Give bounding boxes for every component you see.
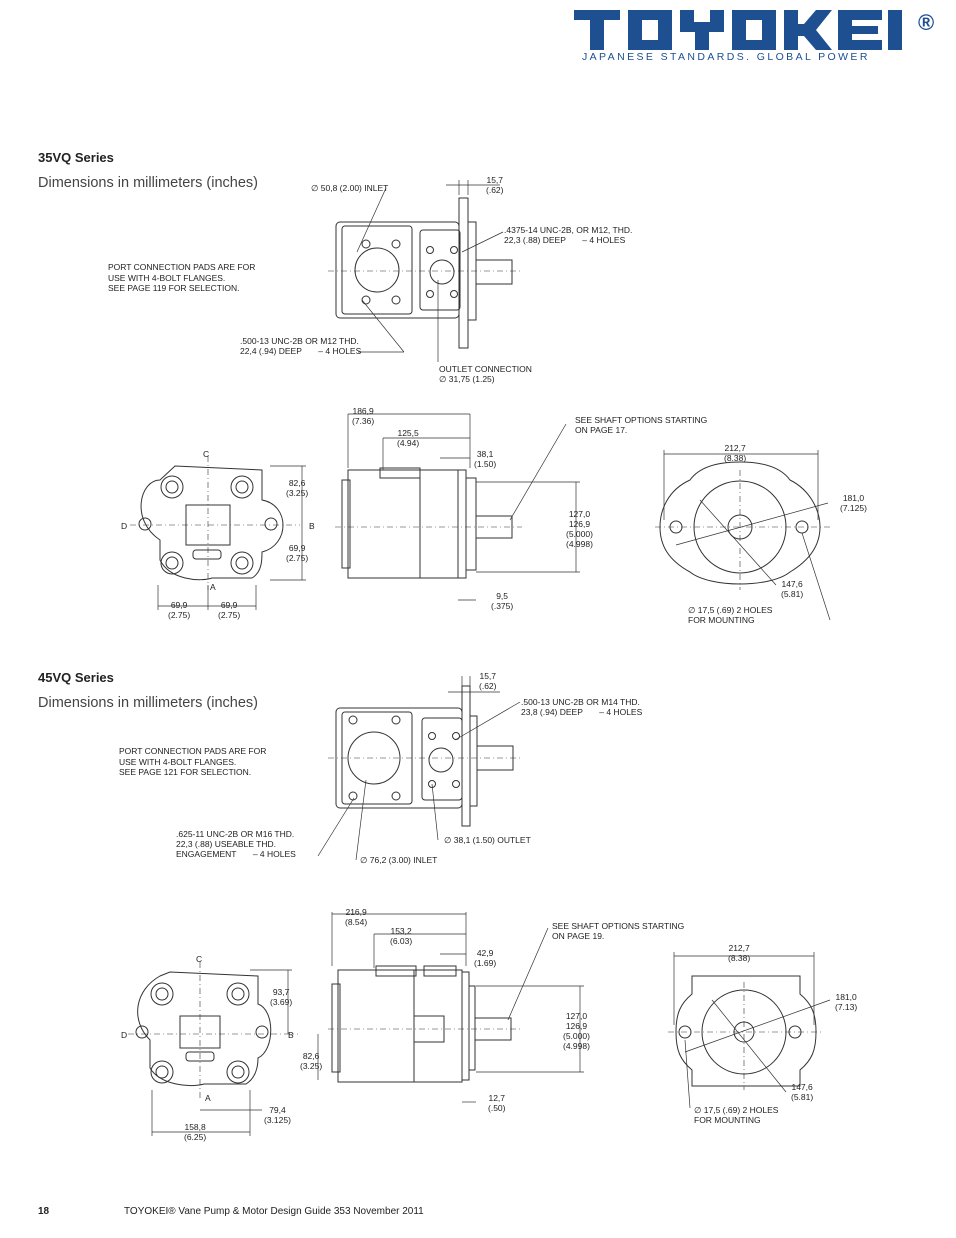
mounting-holes-label-35vq: ∅ 17,5 (.69) 2 HOLES FOR MOUNTING — [688, 605, 773, 625]
dim-mount-width-35vq: 212,7 (8.38) — [724, 443, 747, 463]
port-a-45vq: A — [205, 1093, 211, 1103]
dim-width-total-45vq: 158,8 (6.25) — [184, 1122, 207, 1142]
port-b-35vq: B — [309, 521, 315, 531]
inlet-thread-label-45vq: .625-11 UNC-2B OR M16 THD. 22,3 (.88) US… — [176, 829, 296, 859]
dim-height-lower-35vq: 69,9 (2.75) — [286, 543, 309, 563]
port-c-35vq: C — [203, 449, 210, 459]
dim-height-lower-45vq: 82,6 (3.25) — [300, 1051, 323, 1071]
pump-side-view-45vq — [328, 912, 584, 1103]
pump-front-view-35vq — [130, 456, 306, 610]
dim-pilot-35vq: 127,0 126,9 (5.000) (4.998) — [566, 509, 593, 549]
inlet-label-35vq: ∅ 50,8 (2.00) INLET — [311, 183, 389, 193]
dim-length-mid-35vq: 125,5 (4.94) — [397, 428, 420, 448]
port-note-35vq: PORT CONNECTION PADS ARE FOR USE WITH 4-… — [108, 262, 256, 293]
section-title-35vq: 35VQ Series — [38, 150, 114, 165]
dim-shaft-45vq: 12,7 (.50) — [488, 1093, 506, 1113]
dim-mount-width-45vq: 212,7 (8.38) — [728, 943, 751, 963]
outlet-thread-label-35vq: .4375-14 UNC-2B, OR M12, THD. 22,3 (.88)… — [504, 225, 633, 245]
pump-top-view-45vq — [317, 676, 521, 861]
dim-height-upper-35vq: 82,6 (3.25) — [286, 478, 309, 498]
page-number: 18 — [38, 1206, 50, 1217]
dim-height-upper-45vq: 93,7 (3.69) — [270, 987, 293, 1007]
dim-shaft-35vq: 9,5 (.375) — [491, 591, 514, 611]
dim-width-left-35vq: 69,9 (2.75) — [168, 600, 191, 620]
port-d-45vq: D — [121, 1030, 128, 1040]
dim-width-half-45vq: 79,4 (3.125) — [264, 1105, 291, 1125]
dim-mount-diameter-45vq: 147,6 (5.81) — [791, 1082, 814, 1102]
brand-tagline: JAPANESE STANDARDS. GLOBAL POWER — [582, 51, 870, 63]
inlet-thread-label-35vq: .500-13 UNC-2B OR M12 THD. 22,4 (.94) DE… — [240, 336, 362, 356]
flange-thickness-35vq: 15,7 (.62) — [486, 175, 504, 195]
footer-text: TOYOKEI® Vane Pump & Motor Design Guide … — [124, 1206, 424, 1217]
port-c-45vq: C — [196, 954, 203, 964]
dim-length-total-45vq: 216,9 (8.54) — [345, 907, 368, 927]
port-a-35vq: A — [210, 582, 216, 592]
mounting-holes-label-45vq: ∅ 17,5 (.69) 2 HOLES FOR MOUNTING — [694, 1105, 779, 1125]
dim-length-flange-45vq: 42,9 (1.69) — [474, 948, 497, 968]
outlet-thread-label-45vq: .500-13 UNC-2B OR M14 THD. 23,8 (.94) DE… — [521, 697, 643, 717]
port-b-45vq: B — [288, 1030, 294, 1040]
outlet-connection-label-35vq: OUTLET CONNECTION ∅ 31,75 (1.25) — [439, 364, 532, 384]
dim-bolt-circle-45vq: 181,0 (7.13) — [835, 992, 858, 1012]
port-note-45vq: PORT CONNECTION PADS ARE FOR USE WITH 4-… — [119, 746, 267, 777]
section-title-45vq: 45VQ Series — [38, 670, 114, 685]
shaft-options-note-35vq: SEE SHAFT OPTIONS STARTING ON PAGE 17. — [575, 415, 708, 435]
pump-side-view-35vq — [335, 413, 580, 601]
registered-mark: ® — [918, 10, 935, 35]
inlet-label-45vq: ∅ 76,2 (3.00) INLET — [360, 855, 438, 865]
pump-mount-view-35vq — [655, 450, 831, 621]
dim-pilot-45vq: 127,0 126,9 (5.000) (4.998) — [563, 1011, 590, 1051]
dim-mount-diameter-35vq: 147,6 (5.81) — [781, 579, 804, 599]
outlet-label-45vq: ∅ 38,1 (1.50) OUTLET — [444, 835, 531, 845]
section-subtitle-35vq: Dimensions in millimeters (inches) — [38, 175, 258, 191]
dim-bolt-circle-35vq: 181,0 (7.125) — [840, 493, 867, 513]
shaft-options-note-45vq: SEE SHAFT OPTIONS STARTING ON PAGE 19. — [552, 921, 685, 941]
flange-thickness-45vq: 15,7 (.62) — [479, 671, 497, 691]
dim-width-right-35vq: 69,9 (2.75) — [218, 600, 241, 620]
dim-length-mid-45vq: 153,2 (6.03) — [390, 926, 413, 946]
section-subtitle-45vq: Dimensions in millimeters (inches) — [38, 695, 258, 711]
dim-length-flange-35vq: 38,1 (1.50) — [474, 449, 497, 469]
dim-length-total-35vq: 186,9 (7.36) — [352, 406, 375, 426]
toyokei-logo — [574, 10, 902, 50]
pump-top-view-35vq — [328, 180, 520, 362]
port-d-35vq: D — [121, 521, 128, 531]
